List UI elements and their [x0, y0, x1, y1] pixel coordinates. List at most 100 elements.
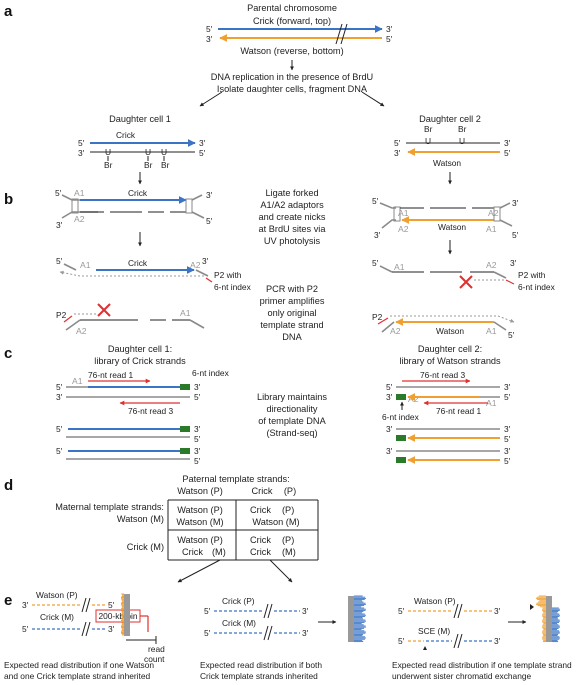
adaptor-a2 — [195, 269, 209, 277]
prime-label: 3′ — [504, 138, 511, 148]
crick-m-label: Crick (M) — [222, 618, 256, 628]
read3-label: 76-nt read 3 — [420, 370, 466, 380]
ligate-text: and create nicks — [259, 212, 326, 222]
panel-label-b: b — [4, 191, 13, 208]
ligate-text: at BrdU sites via — [259, 224, 327, 234]
ligate-text: Ligate forked — [265, 188, 318, 198]
a2-label: A2 — [486, 260, 497, 270]
p2-primer — [377, 317, 389, 325]
break-mark — [81, 621, 87, 637]
prime-label: 3′ — [206, 34, 213, 44]
brdu-u: U — [459, 136, 465, 146]
prime-label: 3′ — [374, 230, 381, 240]
a1-label: A1 — [72, 376, 83, 386]
break-mark — [340, 23, 348, 45]
library-2-title: Daughter cell 2: — [418, 344, 482, 354]
break-mark — [81, 597, 87, 613]
read-histogram-crick-crick — [354, 595, 366, 643]
watson-label: Watson — [438, 222, 466, 232]
ligate-text: A1/A2 adaptors — [260, 200, 324, 210]
library-text: directionality — [266, 404, 317, 414]
brdu-br: Br — [424, 124, 433, 134]
p2-with-label: P2 with — [518, 270, 546, 280]
cell-text: Crick — [182, 547, 203, 557]
a2-label: A2 — [74, 214, 85, 224]
prime-label: 5′ — [55, 188, 62, 198]
col-crick-p: Crick — [252, 486, 273, 496]
prime-label: 3′ — [56, 220, 63, 230]
brdu-u: U — [145, 147, 151, 157]
prime-label: 3′ — [202, 256, 209, 266]
prime-label: 3′ — [510, 258, 517, 268]
caption-1: and one Crick template strand inherited — [4, 671, 151, 681]
blocked-x-icon — [97, 303, 111, 317]
adaptor-a1 — [493, 321, 507, 331]
flow-arrow — [199, 91, 223, 107]
chromosome-bar — [124, 594, 130, 636]
library-text: (Strand-seq) — [266, 428, 317, 438]
pcr-text: template strand — [260, 320, 323, 330]
prime-label: 5′ — [206, 24, 213, 34]
index-label: 6-nt index — [518, 282, 556, 292]
cell-text: (P) — [282, 535, 294, 545]
break-mark — [267, 603, 273, 619]
prime-label: 5′ — [194, 456, 201, 466]
adaptor-fork — [71, 198, 79, 214]
index-block — [396, 457, 406, 463]
prime-label: 5′ — [512, 230, 519, 240]
read-count-label: read — [148, 644, 165, 654]
library-text: of template DNA — [258, 416, 326, 426]
crick-label: Crick — [128, 258, 148, 268]
pcr-text: only original — [267, 308, 316, 318]
index-block — [180, 384, 190, 390]
prime-label: 3′ — [386, 392, 393, 402]
prime-label: 5′ — [206, 216, 213, 226]
cell-text: Watson (M) — [252, 517, 299, 527]
a1-label: A1 — [486, 224, 497, 234]
index-block — [180, 426, 190, 432]
break-mark — [457, 603, 463, 619]
index-block — [180, 448, 190, 454]
prime-label: 5′ — [194, 392, 201, 402]
prime-label: 5′ — [372, 196, 379, 206]
caption-2: Crick template strands inherited — [200, 671, 318, 681]
p2-primer — [505, 279, 515, 285]
break-mark — [263, 603, 269, 619]
prime-label: 3′ — [194, 446, 201, 456]
adaptor-a1 — [189, 319, 205, 329]
maternal-title: Maternal template strands: — [55, 502, 164, 512]
adaptor-a1 — [191, 211, 205, 219]
prime-label: 3′ — [512, 198, 519, 208]
break-mark — [457, 633, 463, 649]
inheritance-grid — [167, 499, 319, 561]
adaptor-a2 — [381, 321, 395, 333]
caption-3: underwent sister chromatid exchange — [392, 671, 532, 681]
cell-text: Watson (P) — [177, 535, 223, 545]
prime-label: 5′ — [199, 148, 206, 158]
brdu-br: Br — [104, 160, 113, 170]
prime-label: 5′ — [386, 382, 393, 392]
prime-label: 5′ — [56, 424, 63, 434]
a2-label: A2 — [408, 394, 419, 404]
cell-text: Crick — [250, 547, 271, 557]
panel-label-e: e — [4, 592, 12, 609]
adaptor-fork — [393, 206, 401, 222]
pcr-text: primer amplifies — [260, 296, 325, 306]
prime-label: 3′ — [78, 148, 85, 158]
crick-label: Crick — [116, 130, 136, 140]
library-2-title: library of Watson strands — [399, 356, 501, 366]
prime-label: 5′ — [56, 446, 63, 456]
prime-label: 5′ — [398, 606, 405, 616]
brdu-u: U — [161, 147, 167, 157]
adaptor-a1 — [499, 219, 513, 227]
a2-label: A2 — [398, 224, 409, 234]
prime-label: 5′ — [394, 138, 401, 148]
pcr-text: PCR with P2 — [266, 284, 318, 294]
watson-label: Watson — [436, 326, 464, 336]
row-crick-m: Crick (M) — [127, 542, 164, 552]
library-text: Library maintains — [257, 392, 327, 402]
daughter-cell-2-title: Daughter cell 2 — [419, 114, 481, 124]
break-mark — [263, 625, 269, 641]
row-watson-m: Watson (M) — [117, 514, 164, 524]
p2-label: P2 — [372, 312, 383, 322]
